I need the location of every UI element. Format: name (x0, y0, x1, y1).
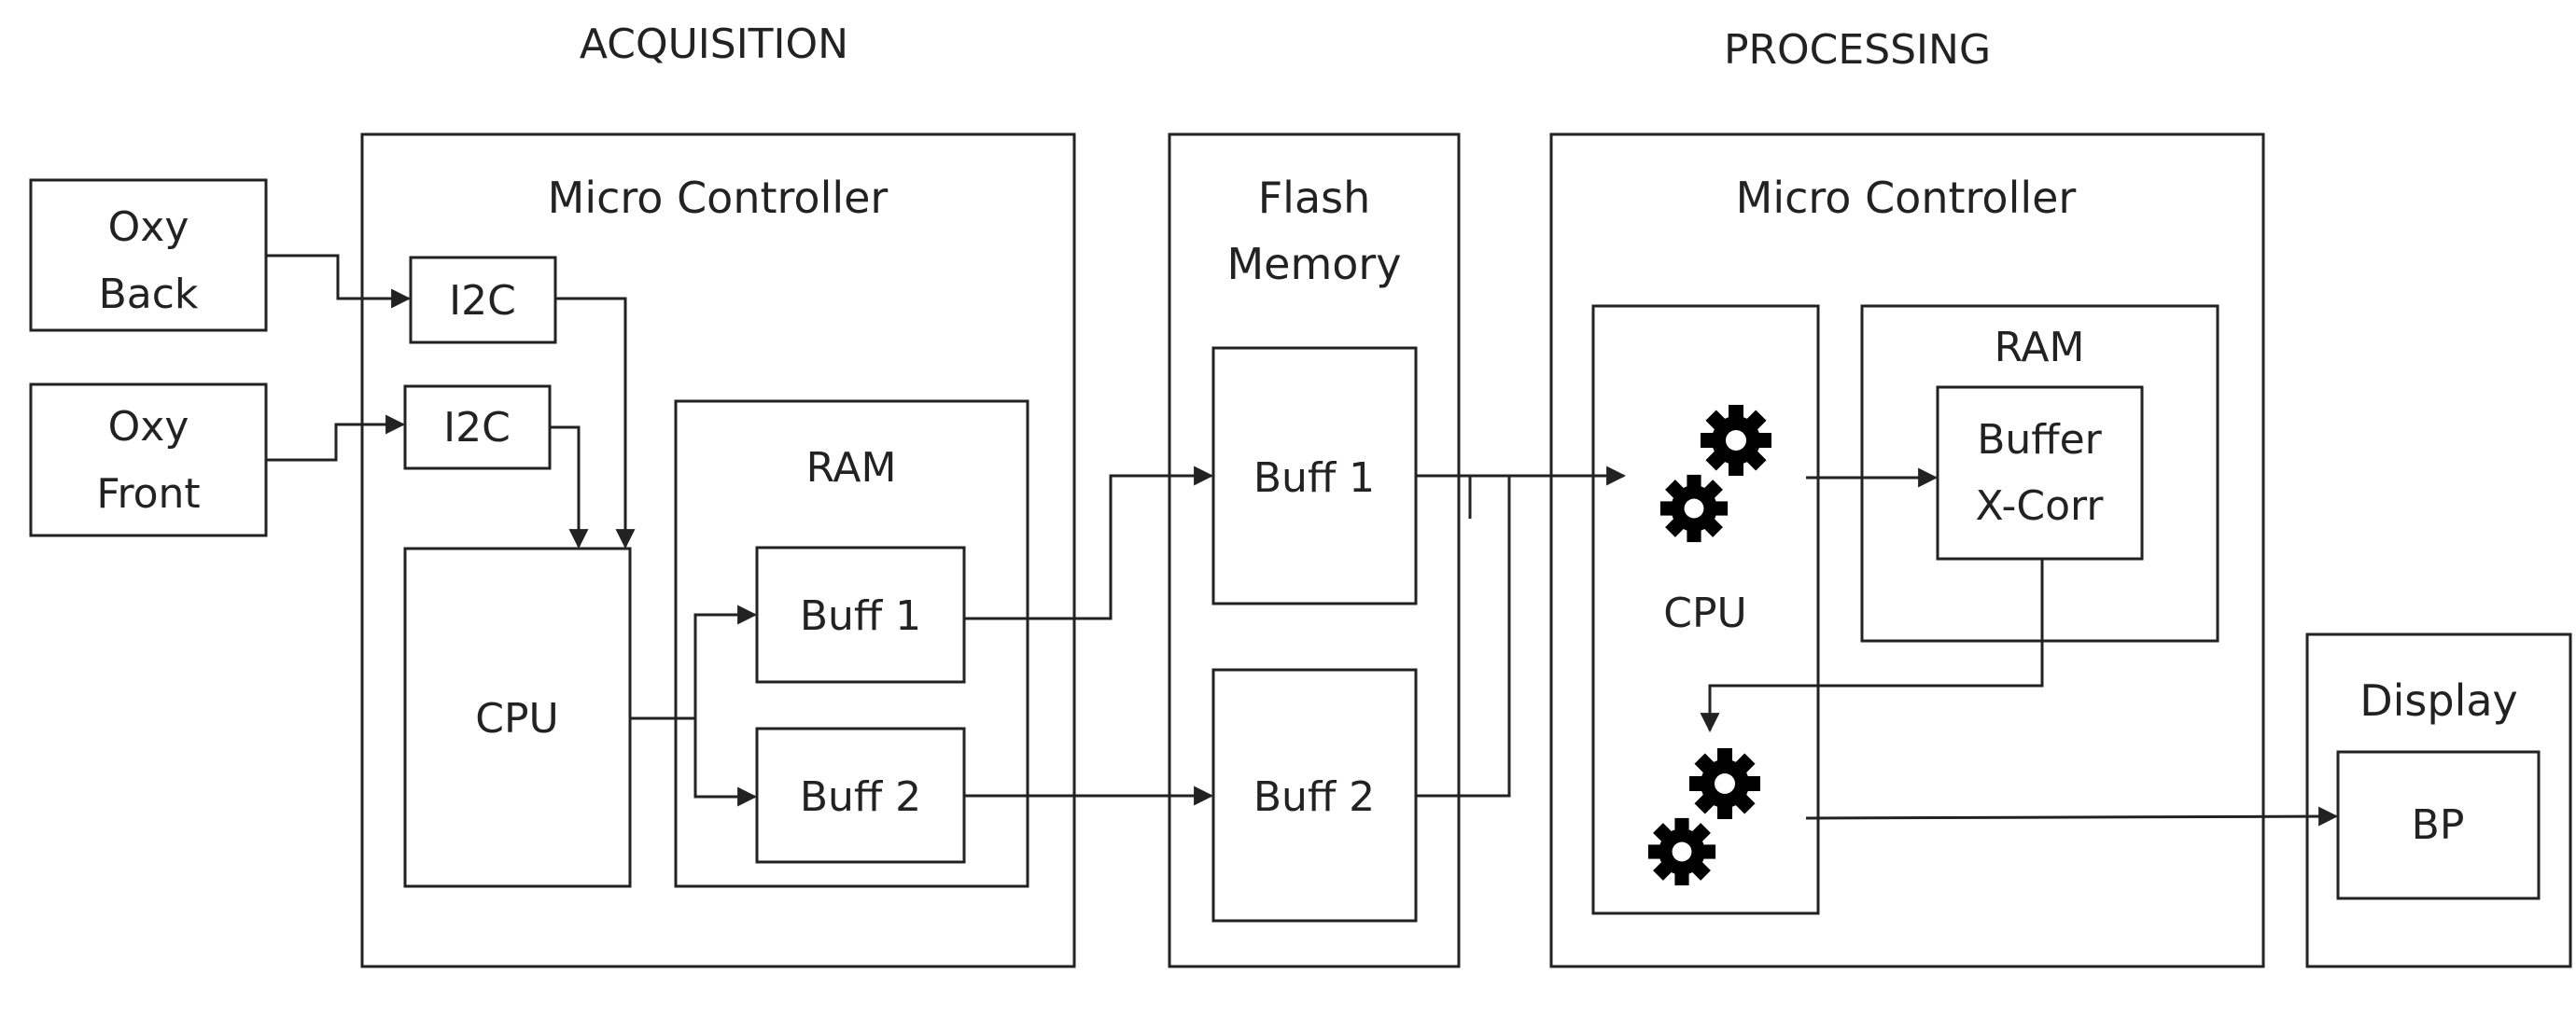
i2c-bottom-block: I2C (403, 384, 552, 470)
bp-block: BP (2336, 750, 2541, 900)
sensor-oxy-front-label-line1: Oxy (108, 403, 189, 451)
processing-micro-controller-title: Micro Controller (1736, 173, 2077, 223)
wire-oxy-back-to-i2c (266, 254, 412, 309)
connections (266, 254, 2339, 827)
buffer-xcorr-label-line2: X-Corr (1976, 482, 2105, 530)
i2c-bottom-label: I2C (443, 404, 511, 452)
buffer-xcorr-block: Buffer X-Corr (1936, 385, 2144, 561)
display-block: Display BP (2305, 633, 2572, 968)
bp-label: BP (2412, 801, 2465, 849)
flash-memory: Flash Memory Buff 1 Buff 2 (1168, 132, 1461, 968)
wire-cpu-to-buff2 (693, 718, 758, 807)
wire-i2c-top-to-cpu (555, 297, 636, 549)
acquisition-ram-block: RAM Buff 1 Buff 2 (674, 399, 1029, 888)
sensor-oxy-back: Oxy Back (29, 178, 268, 332)
acquisition-cpu-label: CPU (475, 695, 558, 743)
flash-buff2: Buff 2 (1211, 668, 1418, 923)
processing-cpu-block: CPU (1591, 304, 1820, 915)
wire-buffer-xcorr-to-gears (1700, 559, 2044, 733)
wire-cpu-to-bp (1805, 806, 2339, 827)
acquisition-ram-label: RAM (806, 444, 897, 492)
flash-buff1: Buff 1 (1211, 346, 1418, 605)
processing-micro-controller: Micro Controller CPU RAM Buffer X-Corr (1549, 132, 2265, 968)
processing-ram-block: RAM Buffer X-Corr (1860, 304, 2219, 643)
acquisition-buff1: Buff 1 (755, 546, 966, 684)
acquisition-buff1-label: Buff 1 (800, 592, 921, 640)
display-title: Display (2359, 675, 2518, 726)
processing-ram-label: RAM (1995, 324, 2085, 371)
acquisition-micro-controller-title: Micro Controller (548, 173, 889, 223)
acquisition-buff2: Buff 2 (755, 727, 966, 864)
sensor-oxy-back-label-line2: Back (99, 271, 199, 318)
flash-buff1-label: Buff 1 (1253, 454, 1375, 502)
wire-ram-buff1-to-flash-buff1 (964, 466, 1214, 620)
acquisition-buff2-label: Buff 2 (800, 773, 921, 821)
processing-cpu-label: CPU (1663, 590, 1746, 637)
flash-memory-title-line1: Flash (1258, 173, 1371, 223)
i2c-top-label: I2C (449, 277, 516, 325)
sensor-oxy-front-label-line2: Front (96, 470, 200, 518)
flash-buff2-label: Buff 2 (1253, 773, 1375, 821)
buffer-xcorr-label-line1: Buffer (1977, 416, 2102, 464)
acquisition-heading: ACQUISITION (580, 21, 848, 68)
processing-heading: PROCESSING (1724, 26, 1991, 74)
acquisition-cpu-block: CPU (403, 547, 632, 888)
wire-cpu-to-buff1 (630, 605, 758, 720)
acquisition-micro-controller: Micro Controller I2C I2C CPU RAM Buff 1 … (360, 132, 1076, 968)
sensor-oxy-back-label-line1: Oxy (108, 203, 189, 251)
wire-i2c-bottom-to-cpu (550, 425, 589, 549)
wire-flash-buff2-to-cpu (1416, 476, 1511, 798)
wire-oxy-front-to-i2c (266, 414, 406, 462)
sensor-oxy-front: Oxy Front (29, 382, 268, 537)
flash-memory-title-line2: Memory (1226, 239, 1401, 289)
i2c-top-block: I2C (409, 256, 557, 344)
